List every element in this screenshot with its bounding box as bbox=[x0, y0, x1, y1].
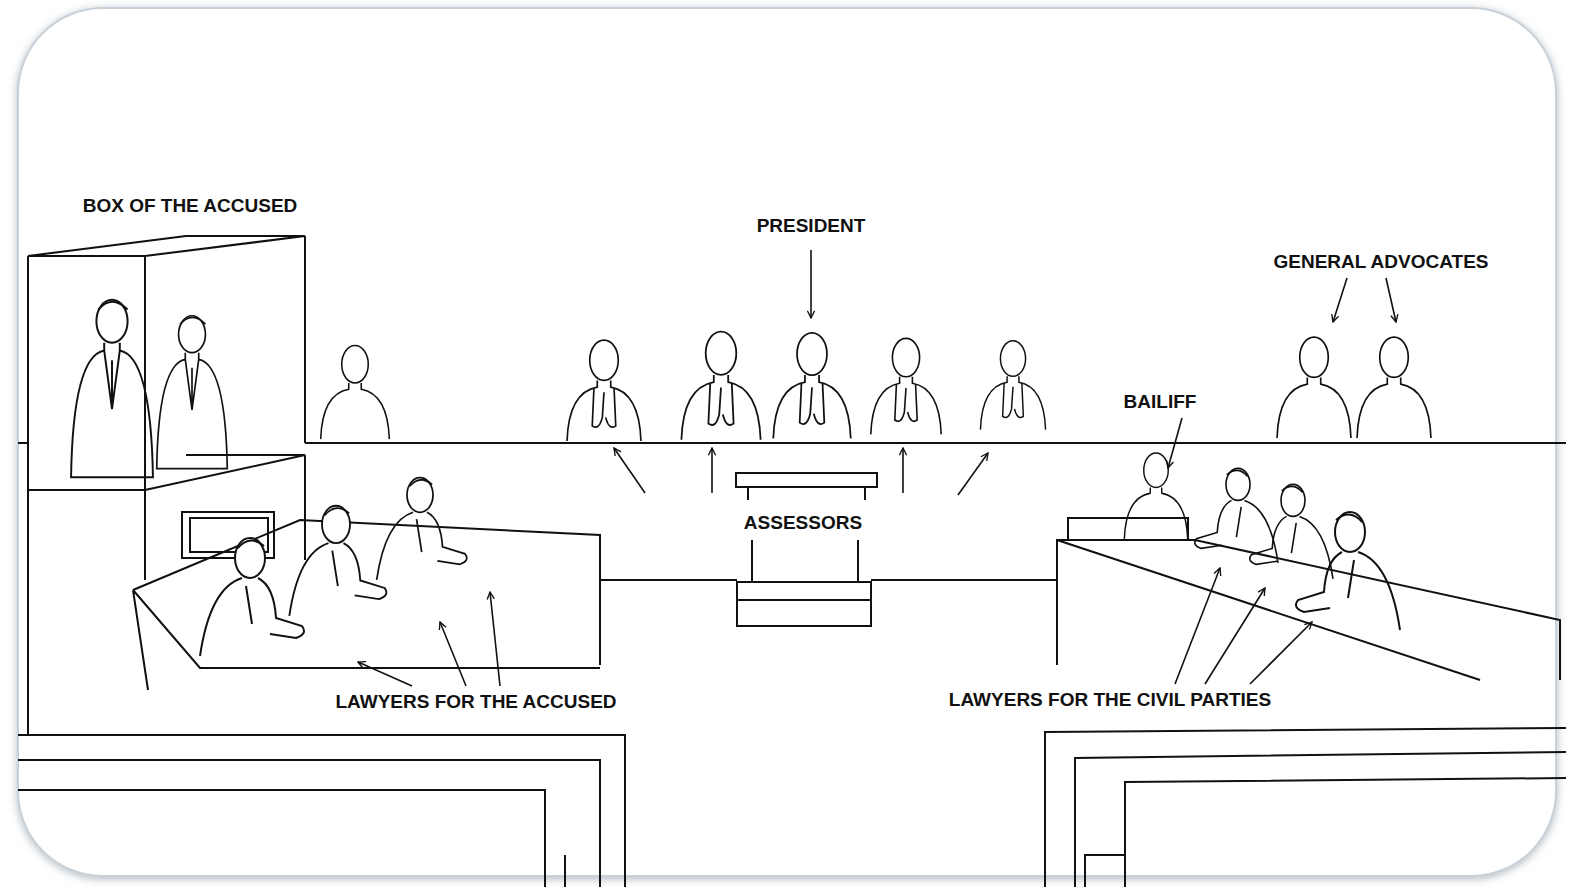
part-label: BAILIFF bbox=[1121, 390, 1200, 414]
bailiff-figure bbox=[1124, 453, 1187, 539]
floor-line bbox=[600, 579, 737, 581]
part-label: ASSESSORS bbox=[741, 511, 865, 535]
president-figure bbox=[773, 333, 850, 439]
bench-line bbox=[305, 442, 1566, 444]
lawyer-figure bbox=[200, 538, 304, 656]
part-label: LAWYERS FOR THE ACCUSED bbox=[332, 690, 619, 714]
assessor-figure bbox=[567, 340, 641, 441]
lawyer-figure bbox=[1195, 468, 1278, 562]
lawyer-figure bbox=[289, 506, 386, 616]
lectern bbox=[736, 473, 877, 626]
advocate-figure bbox=[1357, 337, 1431, 438]
accused-figure bbox=[71, 300, 153, 477]
part-label: GENERAL ADVOCATES bbox=[1270, 250, 1491, 274]
advocate-figure bbox=[1277, 337, 1351, 438]
leader-arrow bbox=[358, 250, 1396, 686]
assessor-figure bbox=[871, 338, 941, 434]
part-label: LAWYERS FOR THE CIVIL PARTIES bbox=[946, 688, 1274, 712]
public-bench bbox=[18, 735, 625, 887]
clerk-figure bbox=[321, 346, 390, 440]
accused-box bbox=[28, 236, 305, 735]
accused-figure bbox=[157, 316, 228, 469]
part-label: BOX OF THE ACCUSED bbox=[80, 194, 301, 218]
civil-desk bbox=[1057, 518, 1560, 680]
public-bench bbox=[1045, 728, 1566, 887]
part-label: PRESIDENT bbox=[754, 214, 869, 238]
lawyer-figure bbox=[377, 478, 467, 580]
bench-line bbox=[18, 442, 28, 444]
assessor-figure bbox=[980, 341, 1045, 430]
assessor-figure bbox=[681, 332, 760, 440]
floor-line bbox=[871, 579, 1057, 581]
lawyer-figure bbox=[1296, 512, 1400, 630]
lawyer-figure bbox=[1250, 484, 1333, 578]
defence-desk bbox=[133, 512, 600, 690]
